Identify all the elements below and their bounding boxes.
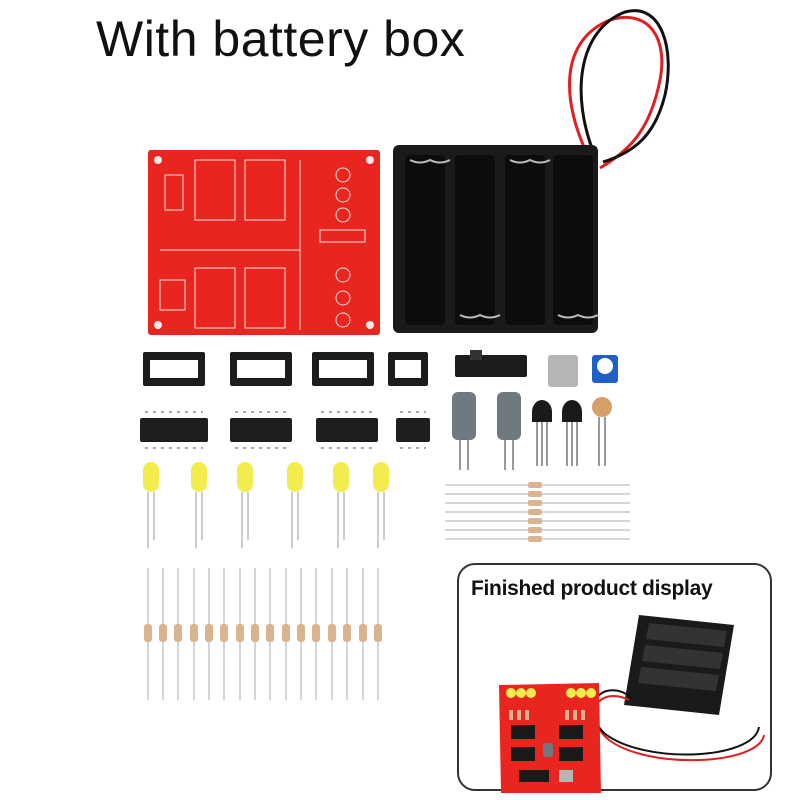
finished-product-panel: Finished product display [457,563,772,793]
switch-icon [455,350,527,377]
battery-wires [568,9,670,170]
resistor-row-icon [144,568,382,700]
ic-chip-icon [140,418,430,442]
pcb-board-icon [148,150,380,335]
battery-box-icon [393,145,599,333]
led-icon [143,462,389,548]
finished-battery-box-icon [624,615,734,715]
resistor-icon [445,482,630,542]
finished-pcb-icon [499,683,601,793]
potentiometer-icon [592,355,618,383]
finished-product-illustration [499,615,765,793]
finished-product-label: Finished product display [471,577,713,600]
page-title: With battery box [96,11,466,67]
push-button-icon [548,355,578,387]
transistor-icon [532,400,582,466]
capacitor-icon [452,392,521,470]
ceramic-capacitor-icon [592,397,612,466]
